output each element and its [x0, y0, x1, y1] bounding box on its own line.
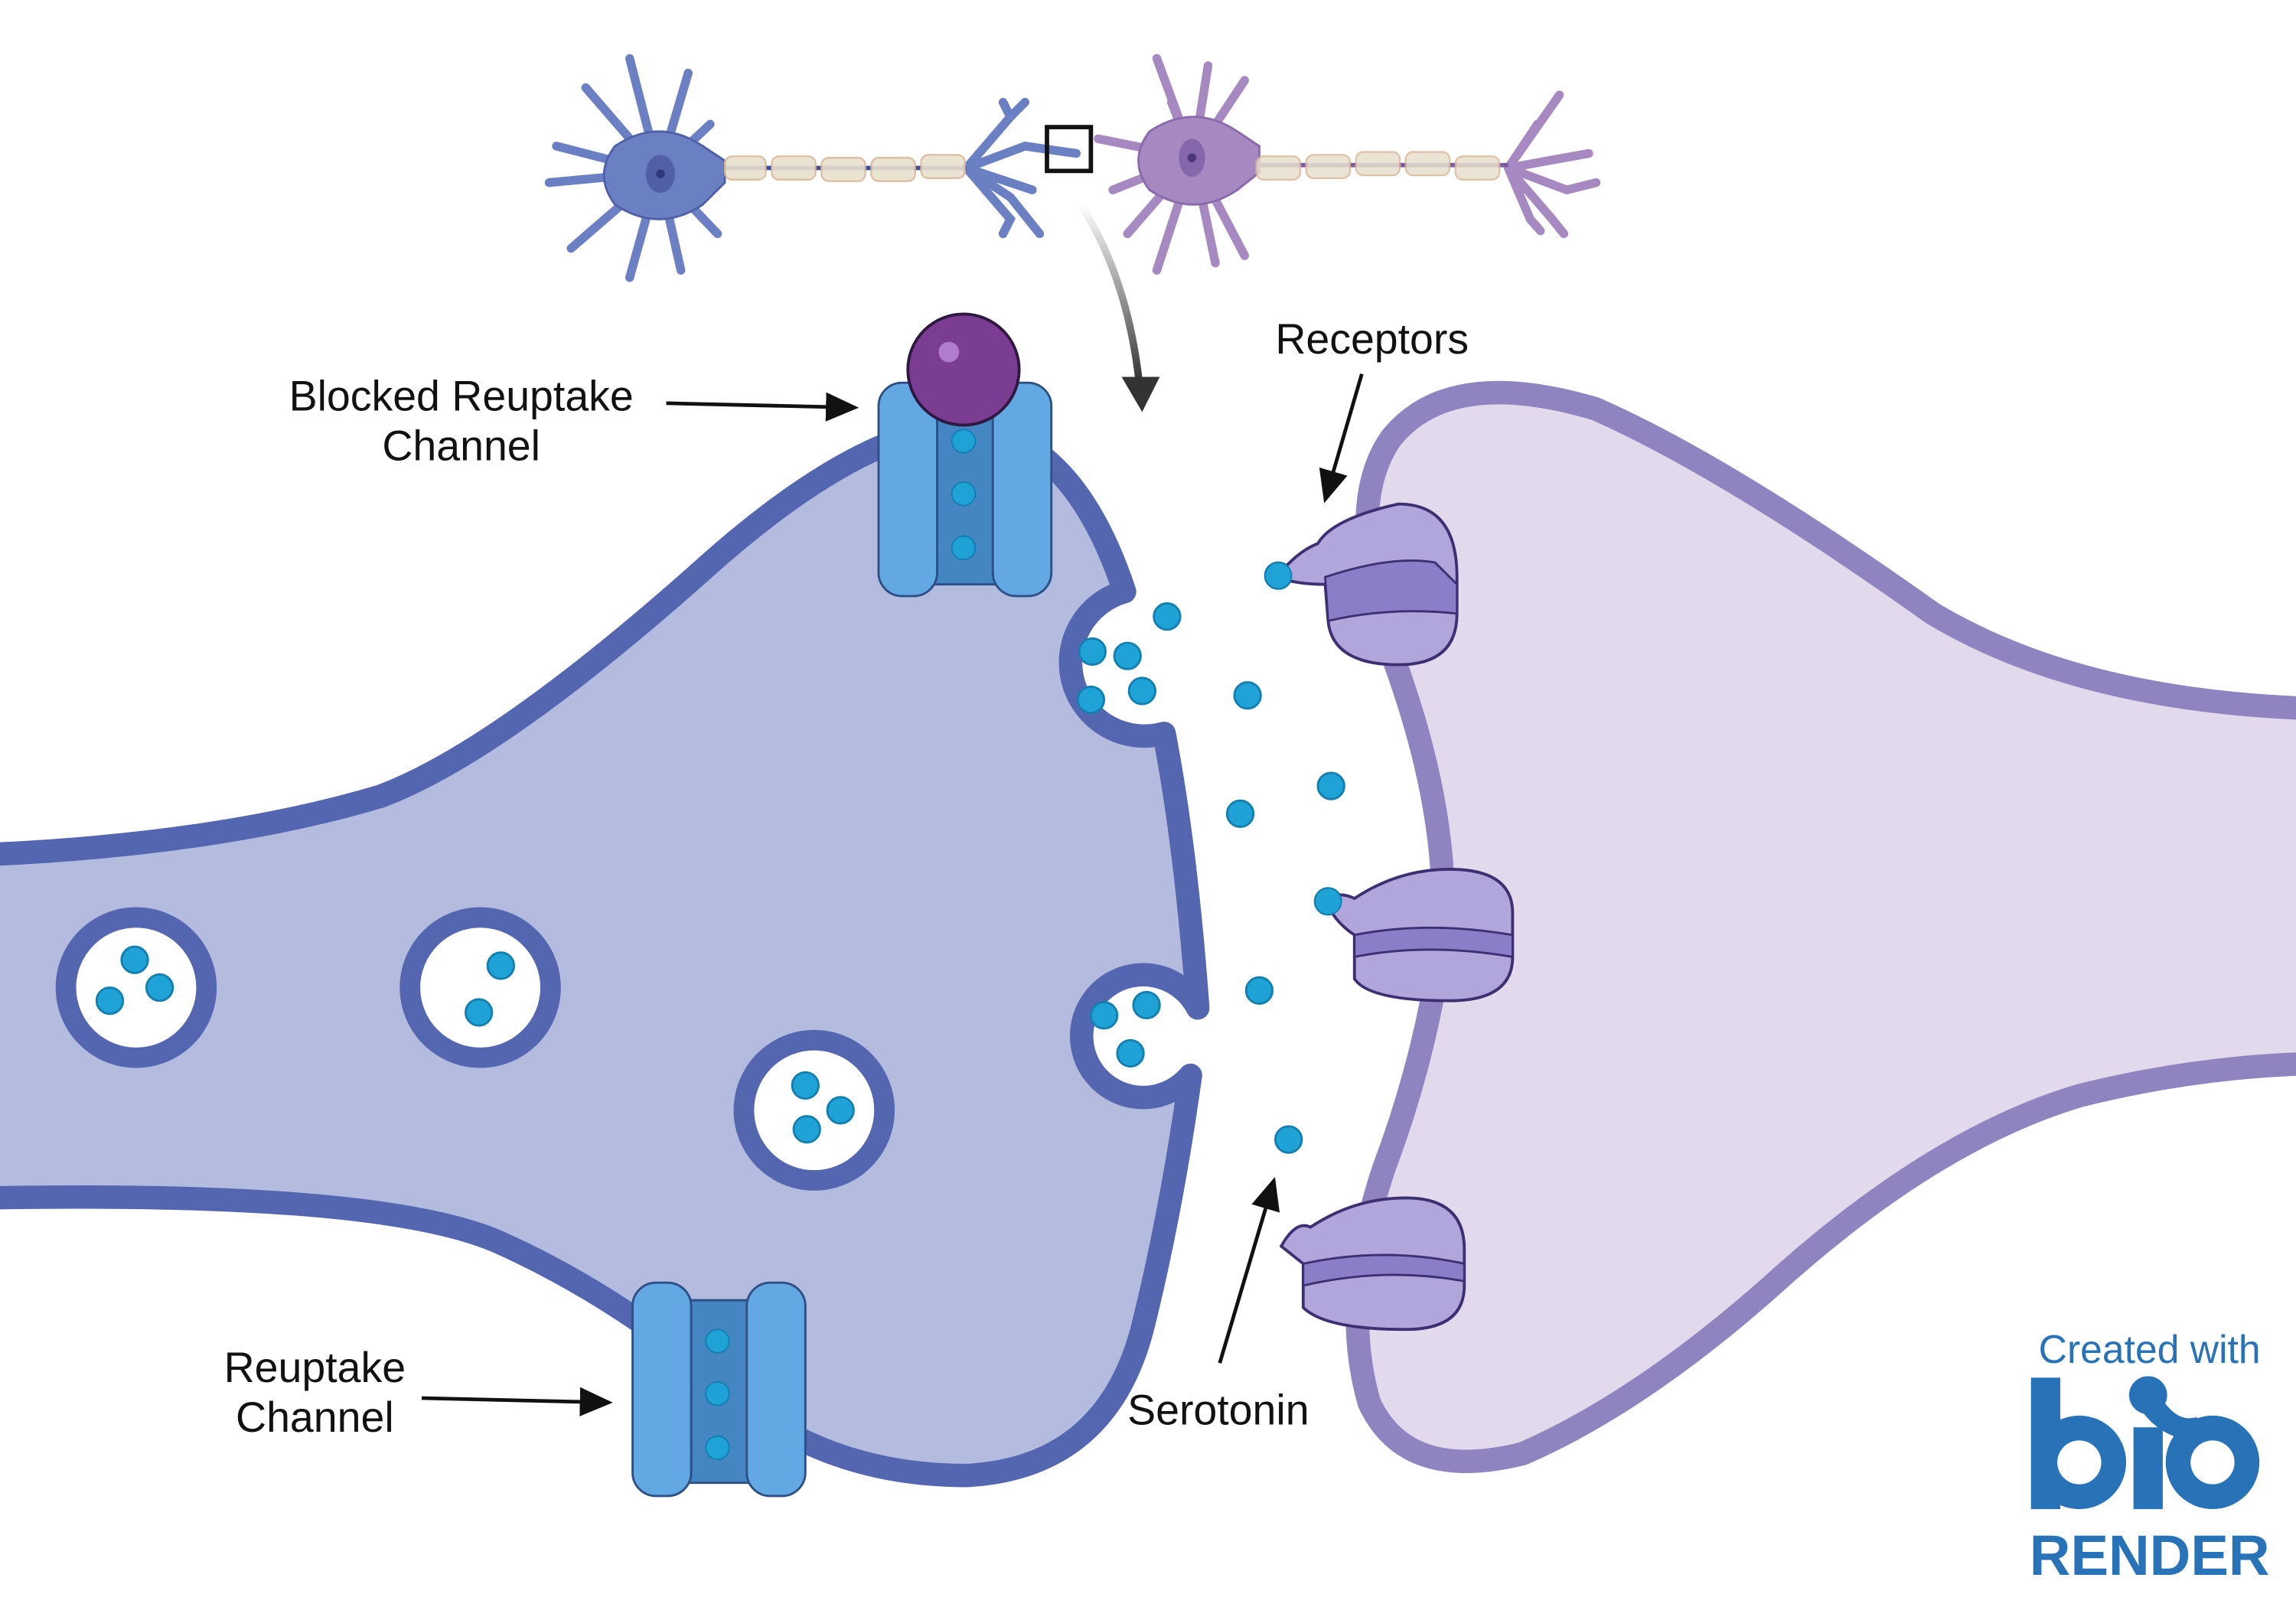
logo-bio-mark — [2030, 1376, 2260, 1510]
logo-render: RENDER — [2030, 1524, 2270, 1587]
zoom-box — [1045, 125, 1094, 174]
arrow-serotonin — [1218, 1176, 1280, 1364]
receptor — [1279, 1196, 1466, 1332]
postsynaptic-neuron-illustration — [1094, 54, 1601, 275]
arrow-blocked-reuptake — [666, 392, 859, 422]
myelin-sheath-left — [723, 154, 966, 182]
label-blocked-reuptake-line1: Blocked Reuptake — [289, 373, 634, 420]
vesicle — [400, 907, 561, 1068]
label-blocked-reuptake-line2: Channel — [382, 422, 540, 469]
label-receptors: Receptors — [1275, 315, 1469, 363]
synaptic-vesicles — [55, 907, 895, 1191]
blocker-molecule — [906, 312, 1021, 427]
label-reuptake-line1: Reuptake — [224, 1344, 406, 1391]
reuptake-channel — [631, 1281, 807, 1498]
zoom-arrow — [1077, 202, 1143, 383]
serotonin-molecules — [95, 428, 1345, 1461]
blocked-reuptake-channel — [877, 312, 1053, 598]
label-reuptake-line2: Channel — [236, 1393, 394, 1441]
biorender-logo: Created with RENDER — [2030, 1327, 2270, 1587]
receptor — [1314, 867, 1515, 1002]
zoom-arrow-head — [1121, 376, 1160, 412]
vesicle — [733, 1029, 895, 1191]
arrow-reuptake — [421, 1387, 613, 1416]
presynaptic-neuron-illustration — [544, 54, 1081, 282]
vesicle — [55, 907, 217, 1068]
label-serotonin: Serotonin — [1127, 1386, 1309, 1433]
arrow-receptors — [1319, 373, 1364, 504]
receptor — [1264, 502, 1459, 667]
myelin-sheath-right — [1255, 151, 1501, 181]
logo-created-with: Created with — [2039, 1327, 2261, 1371]
postsynaptic-terminal — [1345, 380, 2296, 1473]
